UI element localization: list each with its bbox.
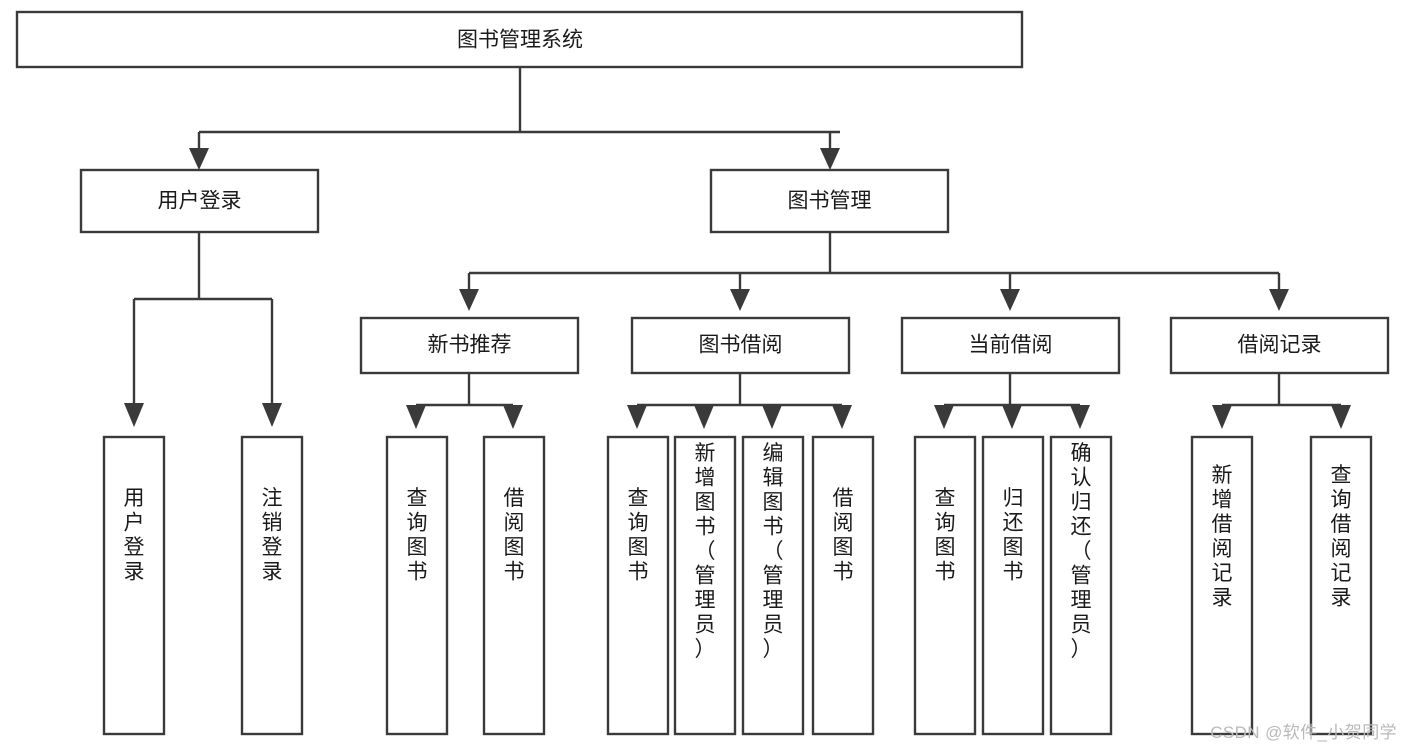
node-leaf-query-book-3-box[interactable] [913, 435, 977, 736]
node-leaf-query-book-1-box[interactable] [385, 435, 449, 736]
node-leaf-add-book-admin-label: 新增图书（管理员） [695, 442, 716, 661]
arrow-to-borrow-record [1269, 289, 1289, 311]
connector-layer [124, 67, 1351, 429]
node-leaf-return-book[interactable]: 归还图书 [981, 435, 1045, 736]
node-leaf-add-borrow-record-box[interactable] [1190, 435, 1254, 736]
node-book-borrow-box[interactable] [630, 316, 851, 375]
node-leaf-query-book-2-label: 查询图书 [628, 487, 649, 584]
node-root-label: 图书管理系统 [457, 29, 583, 52]
arrow-to-book-management [820, 148, 840, 170]
arrow-to-leaf-user-login [124, 403, 144, 427]
node-leaf-query-book-2[interactable]: 查询图书 [606, 435, 670, 736]
node-leaf-add-borrow-record-label: 新增借阅记录 [1212, 464, 1233, 610]
arrow-to-leaf-confirm-return-admin [1070, 405, 1090, 429]
node-current-borrow[interactable]: 当前借阅 [900, 316, 1121, 375]
node-user-login-label: 用户登录 [158, 190, 242, 213]
node-leaf-logout-login-box[interactable] [240, 435, 304, 736]
arrow-to-current-borrow [1000, 289, 1020, 311]
node-leaf-query-borrow-record[interactable]: 查询借阅记录 [1309, 435, 1373, 736]
node-leaf-add-book-admin-box[interactable] [673, 435, 737, 736]
node-borrow-record[interactable]: 借阅记录 [1169, 316, 1390, 375]
arrow-to-leaf-query-borrow-record [1331, 405, 1351, 429]
node-user-login[interactable]: 用户登录 [79, 168, 320, 234]
node-leaf-query-book-2-box[interactable] [606, 435, 670, 736]
node-leaf-borrow-book-1-label: 借阅图书 [504, 487, 525, 584]
node-user-login-box[interactable] [79, 168, 320, 234]
node-leaf-add-book-admin[interactable]: 新增图书（管理员） [673, 435, 737, 736]
node-leaf-query-book-1-label: 查询图书 [407, 487, 428, 584]
arrow-to-leaf-borrow-book-2 [832, 405, 852, 429]
node-leaf-confirm-return-admin[interactable]: 确认归还（管理员） [1049, 435, 1113, 736]
node-book-management-box[interactable] [709, 168, 950, 234]
node-current-borrow-label: 当前借阅 [969, 334, 1053, 357]
node-leaf-confirm-return-admin-box[interactable] [1049, 435, 1113, 736]
node-leaf-borrow-book-2[interactable]: 借阅图书 [811, 435, 875, 736]
node-leaf-user-login[interactable]: 用户登录 [102, 435, 166, 736]
node-new-book-recommend-box[interactable] [359, 316, 580, 375]
node-book-borrow-label: 图书借阅 [699, 334, 783, 357]
node-borrow-record-label: 借阅记录 [1238, 334, 1322, 357]
node-leaf-user-login-box[interactable] [102, 435, 166, 736]
node-leaf-borrow-book-2-label: 借阅图书 [833, 487, 854, 584]
node-leaf-borrow-book-2-box[interactable] [811, 435, 875, 736]
node-leaf-logout-login[interactable]: 注销登录 [240, 435, 304, 736]
node-root-book-management-system[interactable]: 图书管理系统 [15, 10, 1024, 69]
arrow-to-leaf-query-book-3 [934, 405, 954, 429]
arrow-to-leaf-query-book-1 [406, 405, 426, 429]
arrow-to-leaf-return-book [1002, 405, 1022, 429]
arrow-to-leaf-query-book-2 [627, 405, 647, 429]
arrow-to-user-login [189, 148, 209, 170]
arrow-to-leaf-logout-login [262, 403, 282, 427]
node-new-book-recommend[interactable]: 新书推荐 [359, 316, 580, 375]
arrow-to-book-borrow [730, 289, 750, 311]
arrow-to-leaf-add-book-admin [694, 405, 714, 429]
node-book-management[interactable]: 图书管理 [709, 168, 950, 234]
node-leaf-query-book-3[interactable]: 查询图书 [913, 435, 977, 736]
node-leaf-edit-book-admin-box[interactable] [741, 435, 805, 736]
node-leaf-borrow-book-1[interactable]: 借阅图书 [482, 435, 546, 736]
node-leaf-user-login-label: 用户登录 [124, 487, 145, 584]
node-leaf-logout-login-label: 注销登录 [262, 487, 283, 584]
node-leaf-borrow-book-1-box[interactable] [482, 435, 546, 736]
node-leaf-query-borrow-record-label: 查询借阅记录 [1331, 464, 1352, 610]
node-current-borrow-box[interactable] [900, 316, 1121, 375]
node-leaf-edit-book-admin-label: 编辑图书（管理员） [763, 442, 784, 661]
node-book-borrow[interactable]: 图书借阅 [630, 316, 851, 375]
node-new-book-recommend-label: 新书推荐 [428, 334, 512, 357]
node-leaf-return-book-label: 归还图书 [1003, 487, 1024, 584]
node-leaf-confirm-return-admin-label: 确认归还（管理员） [1071, 442, 1092, 661]
arrow-to-new-book-recommend [459, 289, 479, 311]
node-book-management-label: 图书管理 [788, 190, 872, 213]
arrow-to-leaf-borrow-book-1 [503, 405, 523, 429]
node-leaf-add-borrow-record[interactable]: 新增借阅记录 [1190, 435, 1254, 736]
arrow-to-leaf-add-borrow-record [1212, 405, 1232, 429]
node-leaf-query-borrow-record-box[interactable] [1309, 435, 1373, 736]
node-leaf-return-book-box[interactable] [981, 435, 1045, 736]
node-leaf-edit-book-admin[interactable]: 编辑图书（管理员） [741, 435, 805, 736]
node-leaf-query-book-3-label: 查询图书 [935, 487, 956, 584]
node-leaf-query-book-1[interactable]: 查询图书 [385, 435, 449, 736]
node-borrow-record-box[interactable] [1169, 316, 1390, 375]
arrow-to-leaf-edit-book-admin [762, 405, 782, 429]
node-root-box[interactable] [15, 10, 1024, 69]
